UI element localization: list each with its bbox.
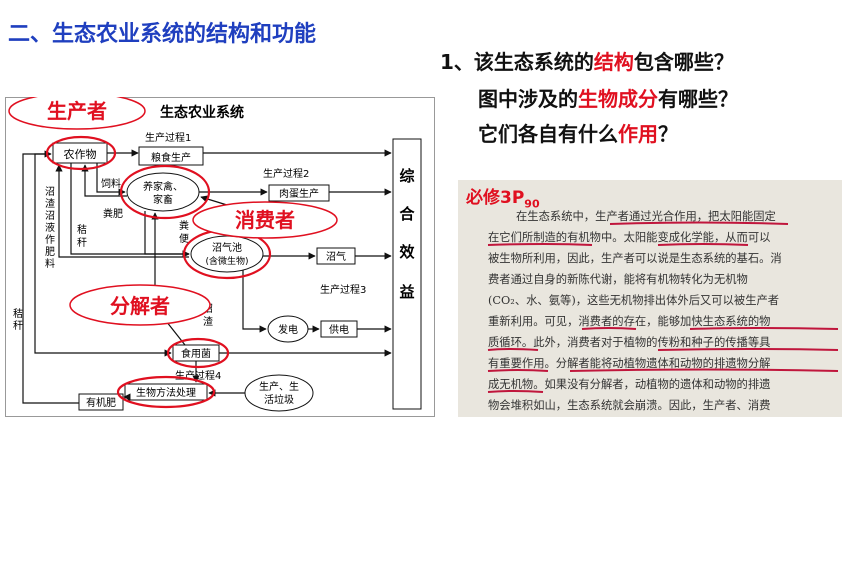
producer-callout: 生产者	[8, 97, 146, 130]
textbook-line: (CO₂、水、氨等)，这些无机物排出体外后又可以被生产者	[488, 293, 779, 307]
straw2-label: 秸秆	[13, 307, 23, 332]
textbook-line: 在生态系统中，生产者通过光合作用，把太阳能固定	[516, 209, 776, 223]
question-2-keyword: 生物成分	[578, 87, 658, 111]
textbook-line: 被生物所利用，因此，生产者可以说是生态系统的基石。消	[488, 251, 782, 265]
textbook-reference-page: 90	[524, 197, 540, 211]
textbook-line: 重新利用。可见，消费者的存在，能够加快生态系统的物	[488, 314, 770, 328]
diagram-title: 生态农业系统	[160, 104, 244, 121]
question-3-text-c: ？	[658, 122, 678, 146]
textbook-paper	[458, 180, 842, 417]
mushroom-label: 食用菌	[181, 347, 211, 360]
consumer-callout: 消费者	[192, 201, 338, 239]
question-1-keyword: 结构	[593, 50, 634, 74]
question-3-keyword: 作用	[618, 122, 658, 146]
excreta-label: 粪便	[179, 219, 189, 245]
textbook-line: 在它们所制造的有机物中。太阳能变成化学能，从而可以	[488, 230, 770, 244]
process3-label: 生产过程3	[320, 283, 366, 296]
waste-label-1: 生产、生	[259, 380, 299, 393]
process1-label: 生产过程1	[145, 131, 191, 144]
biogas-pool-label-2: (含微生物)	[205, 255, 248, 267]
decomposer-callout: 分解者	[69, 284, 211, 326]
textbook-line: 有重要作用。分解者能将动植物遗体和动物的排遗物分解	[488, 356, 770, 370]
textbook-line: 成无机物。如果没有分解者，动植物的遗体和动物的排遗	[488, 377, 770, 391]
question-2-text-c: 有哪些？	[658, 87, 738, 111]
straw-label: 秸秆	[77, 223, 87, 249]
textbook-line: 质循环。此外，消费者对于植物的传粉和种子的传播等具	[488, 335, 770, 349]
bio-process-node	[124, 383, 208, 401]
bio-process-label: 生物方法处理	[136, 386, 196, 399]
benefit-node	[392, 138, 422, 410]
decomposer-label: 分解者	[110, 294, 170, 318]
producer-label: 生产者	[47, 99, 107, 123]
question-line-3: 它们各自有什么作用？	[478, 118, 678, 147]
textbook-line: 物会堆积如山，生态系统就会崩溃。因此，生产者、消费	[488, 398, 770, 412]
textbook-underlines	[487, 221, 839, 393]
callout-highlights	[45, 135, 272, 409]
question-line-2: 图中涉及的生物成分有哪些？	[478, 83, 738, 112]
textbook-excerpt: 在生态系统中，生产者通过光合作用，把太阳能固定 在它们所制造的有机物中。太阳能变…	[458, 180, 842, 417]
waste-label-2: 活垃圾	[264, 393, 294, 406]
textbook-line: 费者通过自身的新陈代谢，能将有机物转化为无机物	[488, 272, 748, 286]
feed-label: 饲料	[101, 177, 121, 190]
meat-egg-node	[268, 184, 330, 202]
meat-egg-label: 肉蛋生产	[279, 187, 319, 200]
grain-node	[138, 146, 204, 166]
livestock-label-2: 家畜	[153, 193, 173, 206]
textbook-reference-main: 必修3P	[466, 188, 525, 208]
consumer-label: 消费者	[235, 208, 295, 232]
benefit-label: 综合效益	[398, 167, 415, 301]
biogas-residue-label: 沼渣沼液作肥料	[45, 185, 55, 270]
textbook-reference: 必修3P90	[466, 183, 540, 210]
biogas-pool-label-1: 沼气池	[212, 241, 242, 254]
livestock-label-1: 养家禽、	[143, 180, 183, 193]
question-2-text-a: 图中涉及的	[478, 87, 578, 111]
manure-label: 粪肥	[103, 207, 123, 220]
power-gen-label: 发电	[278, 323, 298, 336]
biogas-label: 沼气	[326, 250, 346, 263]
question-1-text-a: 1、该生态系统的	[440, 50, 594, 74]
question-line-1: 1、该生态系统的结构包含哪些？	[440, 46, 734, 75]
organic-fertilizer-label: 有机肥	[86, 396, 116, 409]
question-3-text-a: 它们各自有什么	[478, 122, 618, 146]
process2-label: 生产过程2	[263, 167, 309, 180]
eco-agriculture-diagram: 生态农业系统 农作物 粮食生产 生产过程1 养家禽、 家畜 肉蛋生产 生产过程2…	[5, 97, 435, 417]
organic-fertilizer-node	[78, 393, 124, 411]
question-1-text-c: 包含哪些？	[633, 50, 734, 74]
slide-title: 二、生态农业系统的结构和功能	[8, 22, 317, 47]
grain-label: 粮食生产	[151, 151, 191, 164]
power-supply-label: 供电	[329, 323, 349, 336]
crops-label: 农作物	[64, 147, 97, 161]
